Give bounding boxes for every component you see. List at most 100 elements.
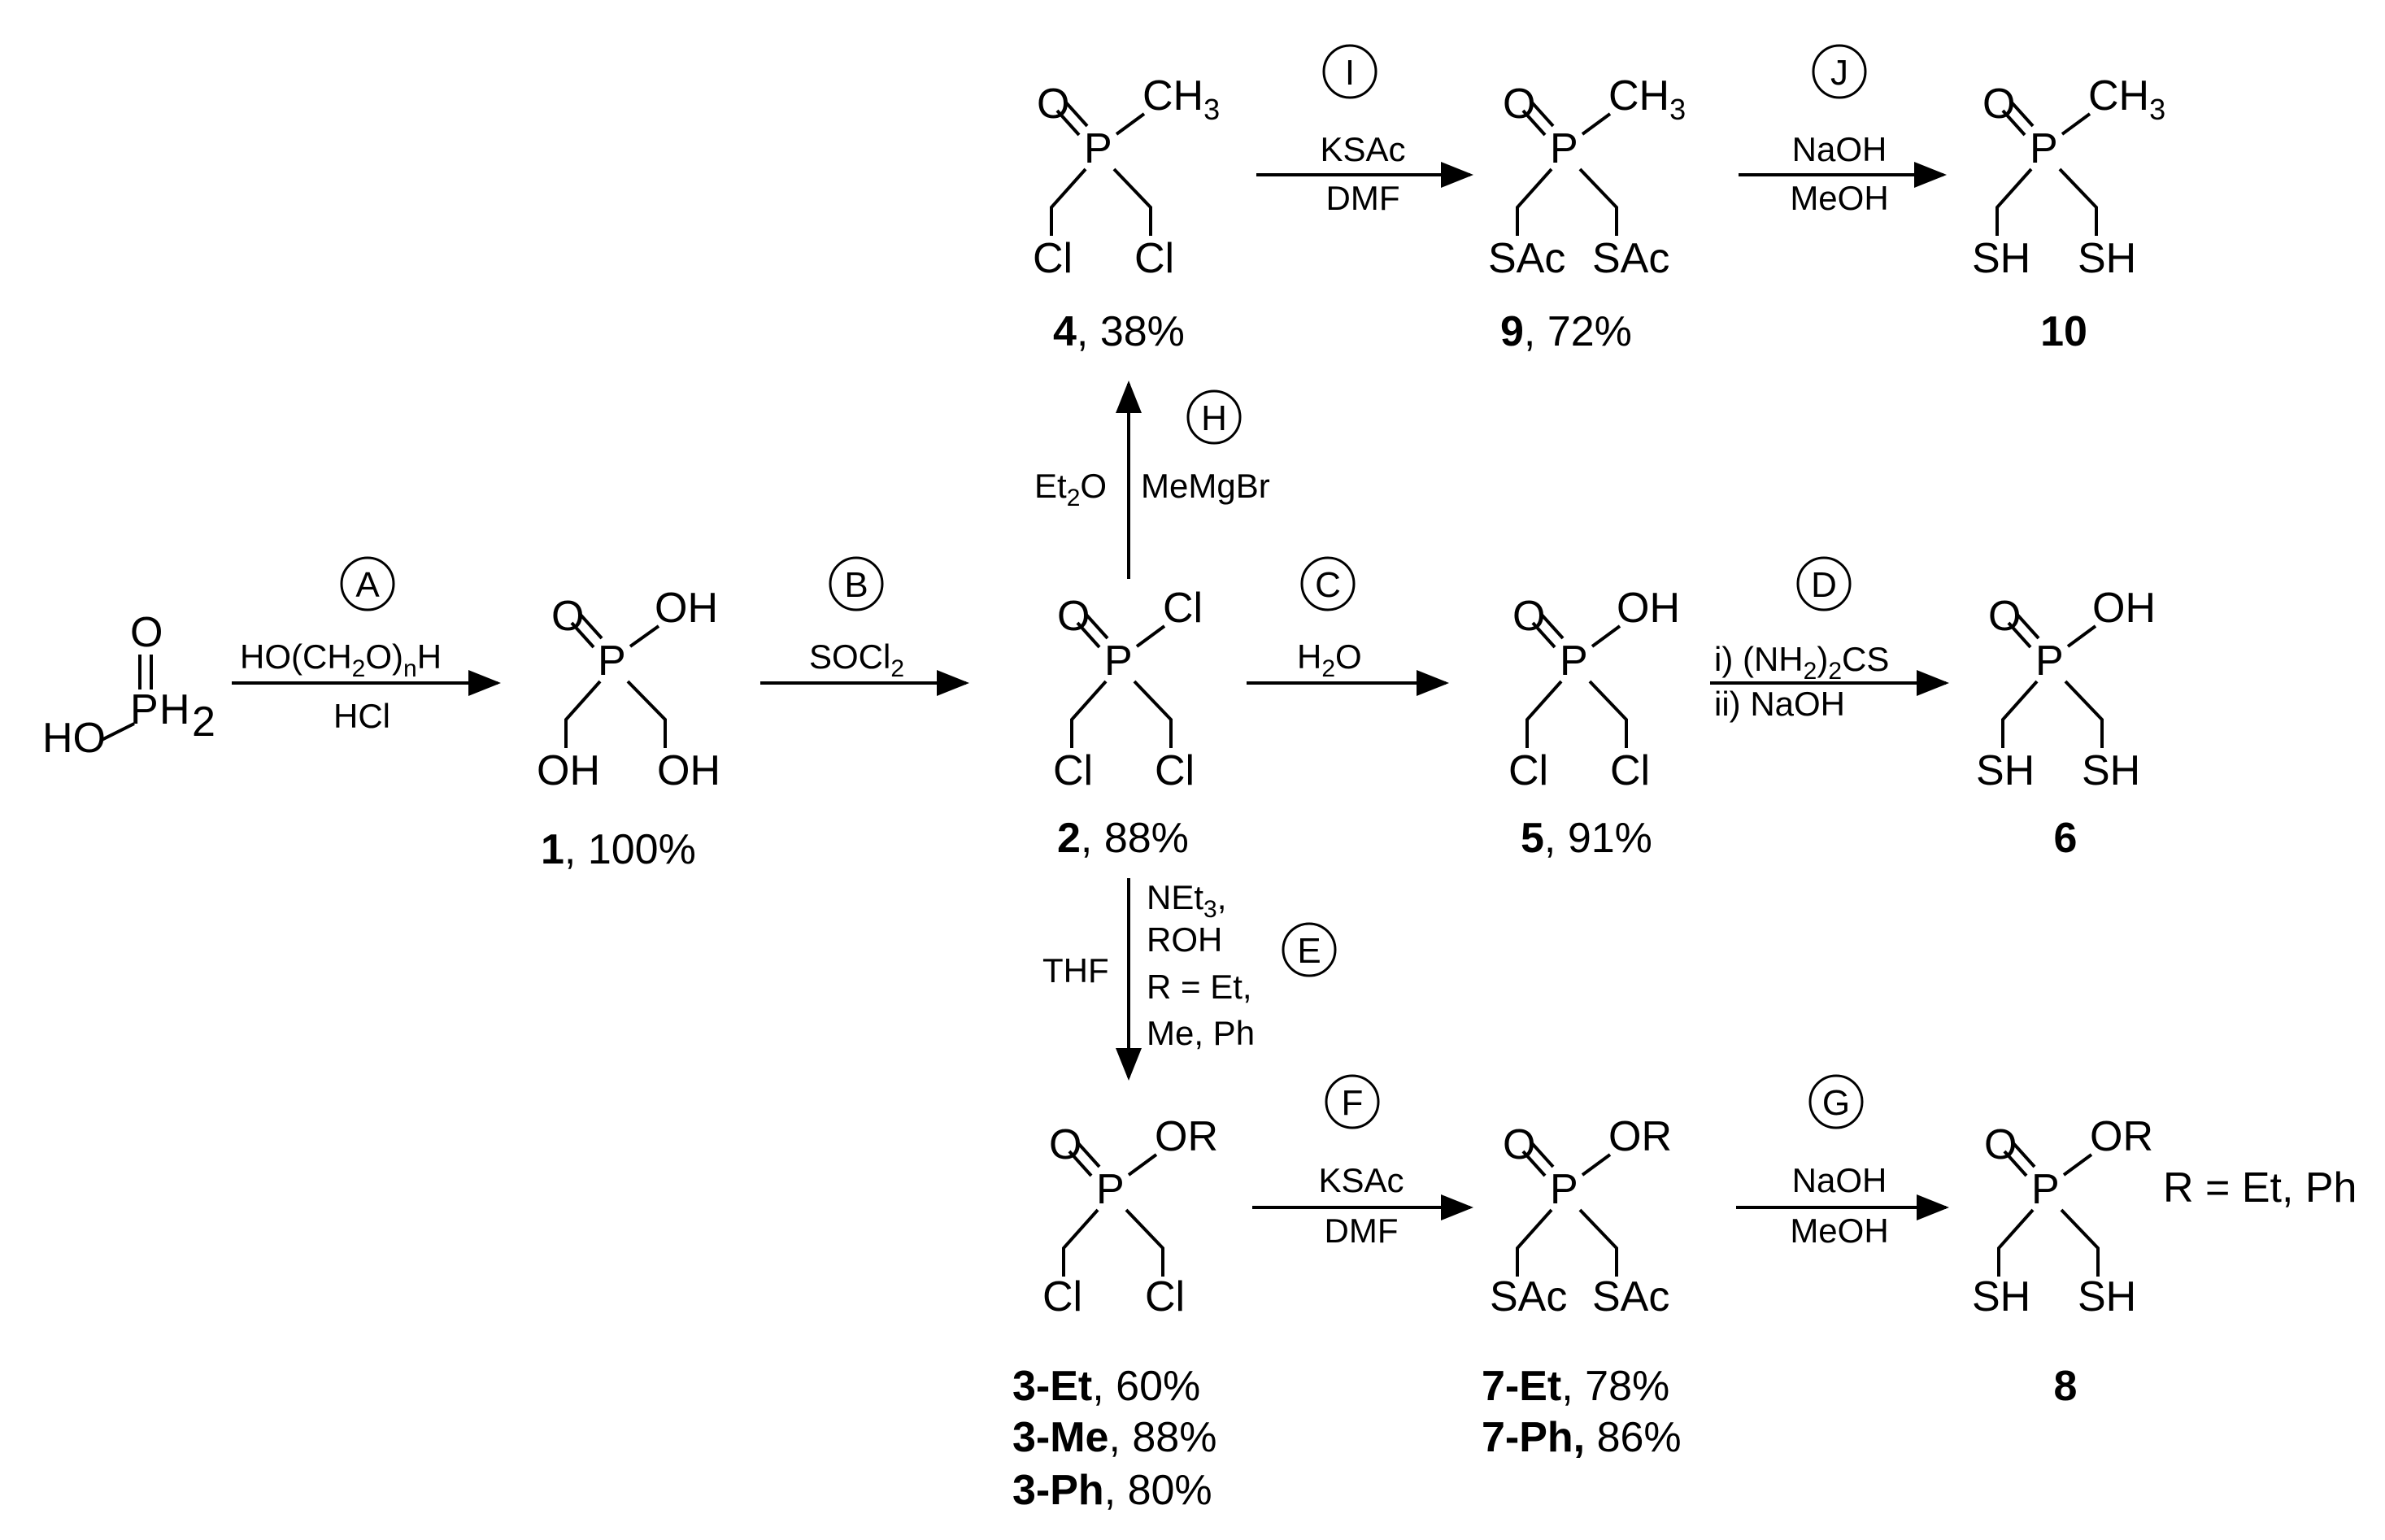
atom-o: O	[130, 609, 163, 656]
step-f-reagent: KSAc	[1318, 1161, 1404, 1199]
atom-ho: HO	[42, 715, 106, 762]
atom-oh-left: OH	[537, 747, 600, 794]
atom-p: P	[2030, 125, 2058, 172]
atom-cl-left: Cl	[1042, 1273, 1082, 1320]
step-b-letter: B	[844, 565, 868, 605]
step-g-reagent: NaOH	[1792, 1161, 1887, 1199]
step-h: H Et2O MeMgBr	[1034, 381, 1270, 579]
compound-9-label: 9, 72%	[1500, 308, 1632, 355]
step-j-reagent: NaOH	[1792, 130, 1887, 168]
compound-3-me-label: 3-Me, 88%	[1012, 1414, 1216, 1461]
step-e-solvent: THF	[1042, 951, 1109, 990]
atom-oh: OH	[1617, 585, 1680, 632]
step-j-letter: J	[1830, 53, 1848, 93]
step-b-reagent: SOCl2	[809, 637, 904, 682]
compound-5: O P OH Cl Cl 5, 91%	[1508, 585, 1680, 862]
step-d-reagent-1: i) (NH2)2CS	[1714, 640, 1889, 685]
compound-3: O P OR Cl Cl 3-Et, 60% 3-Me, 88% 3-Ph, 8…	[1012, 1113, 1218, 1514]
step-h-solvent: Et2O	[1034, 467, 1107, 511]
compound-3-et-label: 3-Et, 60%	[1012, 1363, 1200, 1410]
atom-or: OR	[2090, 1113, 2153, 1160]
step-h-letter: H	[1201, 398, 1227, 438]
atom-ch3: CH3	[1608, 72, 1686, 126]
atom-sh-left: SH	[1972, 1273, 2030, 1320]
compound-4-label: 4, 38%	[1053, 308, 1185, 355]
step-c-letter: C	[1315, 565, 1341, 605]
atom-cl-right: Cl	[1610, 747, 1650, 794]
atom-sh-right: SH	[2078, 1273, 2136, 1320]
atom-oh-right: OH	[657, 747, 720, 794]
atom-or: OR	[1155, 1113, 1218, 1160]
atom-sac-left: SAc	[1490, 1273, 1567, 1320]
step-a-letter: A	[355, 565, 380, 605]
atom-sh-right: SH	[2078, 235, 2136, 282]
atom-cl-left: Cl	[1508, 747, 1548, 794]
compound-7-ph-label: 7-Ph, 86%	[1482, 1414, 1682, 1461]
atom-h: H	[159, 686, 190, 733]
atom-p: P	[1550, 1166, 1578, 1213]
compound-2-label: 2, 88%	[1057, 815, 1189, 862]
step-e-r-groups-2: Me, Ph	[1147, 1014, 1255, 1052]
atom-h-sub: 2	[192, 698, 215, 746]
step-d: D i) (NH2)2CS ii) NaOH	[1710, 556, 1949, 723]
step-f-solvent: DMF	[1325, 1212, 1399, 1250]
step-f: F KSAc DMF	[1252, 1074, 1473, 1250]
compound-2: O P Cl Cl Cl 2, 88%	[1053, 585, 1203, 862]
step-c: C H2O	[1247, 556, 1449, 696]
step-h-reagent: MeMgBr	[1141, 467, 1270, 505]
compound-5-label: 5, 91%	[1521, 815, 1652, 862]
compound-10-label: 10	[2040, 308, 2087, 355]
step-a: A HO(CH2O)nH HCl	[232, 556, 501, 735]
atom-p: P	[2031, 1166, 2060, 1213]
atom-cl-right: Cl	[1155, 747, 1195, 794]
atom-sh-left: SH	[1972, 235, 2030, 282]
compound-10: O P CH3 SH SH 10	[1972, 72, 2165, 355]
compound-6: O P OH SH SH 6	[1976, 585, 2156, 862]
atom-p: P	[1550, 125, 1578, 172]
atom-or: OR	[1608, 1113, 1672, 1160]
compound-1: O P OH OH OH 1, 100%	[537, 585, 720, 873]
r-group-note: R = Et, Ph	[2163, 1164, 2357, 1212]
atom-p: P	[130, 686, 159, 733]
step-e-r-groups-1: R = Et,	[1147, 968, 1252, 1006]
step-i: I KSAc DMF	[1256, 44, 1473, 217]
atom-sh-right: SH	[2082, 747, 2140, 794]
atom-cl-left: Cl	[1033, 235, 1073, 282]
atom-sac-left: SAc	[1488, 235, 1565, 282]
compound-6-label: 6	[2054, 815, 2078, 862]
step-g-letter: G	[1822, 1083, 1850, 1123]
step-f-letter: F	[1342, 1083, 1364, 1123]
atom-p: P	[598, 637, 626, 685]
atom-p: P	[1104, 637, 1133, 685]
step-a-reagent: HO(CH2O)nH	[240, 637, 442, 682]
compound-9: O P CH3 SAc SAc 9, 72%	[1488, 72, 1686, 355]
step-g-solvent: MeOH	[1790, 1212, 1888, 1250]
step-a-acid: HCl	[333, 697, 390, 735]
atom-cl: Cl	[1163, 585, 1203, 632]
atom-ch3: CH3	[2088, 72, 2165, 126]
step-b: B SOCl2	[760, 556, 969, 696]
atom-p: P	[1084, 125, 1112, 172]
atom-sac-right: SAc	[1592, 1273, 1669, 1320]
atom-cl-right: Cl	[1145, 1273, 1185, 1320]
step-i-reagent: KSAc	[1320, 130, 1405, 168]
step-e: E THF NEt3, ROH R = Et, Me, Ph	[1042, 878, 1337, 1081]
atom-oh: OH	[655, 585, 718, 632]
atom-sac-right: SAc	[1592, 235, 1669, 282]
step-i-letter: I	[1345, 53, 1355, 93]
step-g: G NaOH MeOH	[1736, 1074, 1949, 1250]
atom-oh: OH	[2092, 585, 2156, 632]
step-j: J NaOH MeOH	[1739, 44, 1947, 217]
compound-hypophosphorous-acid: O P H 2 HO	[42, 609, 215, 762]
atom-sh-left: SH	[1976, 747, 2035, 794]
compound-4: O P CH3 Cl Cl 4, 38%	[1033, 72, 1220, 355]
step-d-letter: D	[1811, 565, 1837, 605]
step-i-solvent: DMF	[1326, 179, 1400, 217]
step-e-base: NEt3,	[1147, 878, 1226, 923]
step-j-solvent: MeOH	[1790, 179, 1888, 217]
compound-3-ph-label: 3-Ph, 80%	[1012, 1467, 1212, 1514]
step-e-letter: E	[1297, 931, 1321, 971]
compound-1-label: 1, 100%	[541, 826, 696, 873]
compound-7: O P OR SAc SAc 7-Et, 78% 7-Ph, 86%	[1482, 1113, 1682, 1461]
